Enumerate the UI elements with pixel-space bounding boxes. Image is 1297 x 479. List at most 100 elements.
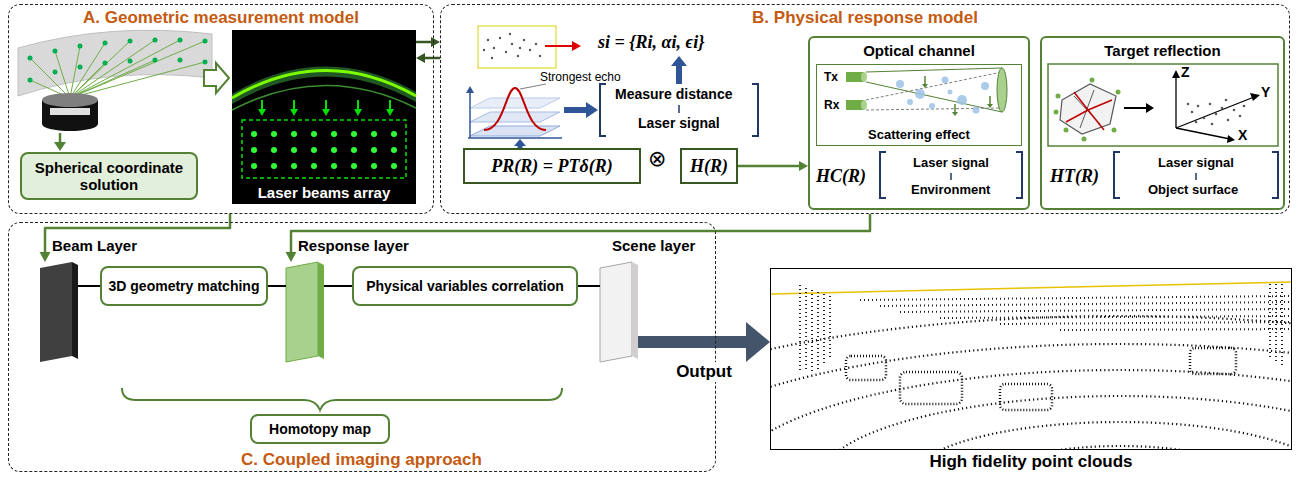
signal-name: Tx xyxy=(824,70,838,84)
target-illustration xyxy=(1239,115,1242,118)
echo-illustration xyxy=(529,49,531,51)
scattering-illustration xyxy=(973,107,980,114)
formula-box: PR(R) = PTδ(R) xyxy=(463,148,641,184)
point-cloud-drawing xyxy=(811,290,813,374)
beam-image xyxy=(232,85,416,110)
point-cloud-drawing xyxy=(771,344,1291,449)
beam-image xyxy=(258,109,394,116)
beam-image xyxy=(389,100,391,110)
layer-plates xyxy=(40,262,72,362)
target-illustration xyxy=(1172,70,1180,78)
point-cloud-drawing xyxy=(990,446,1250,449)
box-label: Homotopy map xyxy=(269,421,371,437)
target-illustration xyxy=(1227,135,1235,143)
lidar-sensor xyxy=(54,142,66,151)
point-cloud-drawing xyxy=(846,356,886,380)
echo-illustration xyxy=(468,137,562,139)
beam-image xyxy=(354,109,362,116)
box-label: 3D geometry matching xyxy=(109,278,260,294)
beam-image xyxy=(232,70,416,98)
echo-illustration xyxy=(483,49,485,51)
connector-line xyxy=(324,285,352,287)
layer-plates xyxy=(40,262,638,410)
lidar-sensor xyxy=(42,117,98,131)
beam-image xyxy=(331,147,337,153)
beam-image xyxy=(232,30,416,204)
dashed-panel: A. Geometric measurement modelSpherical … xyxy=(8,4,434,214)
echo-illustration xyxy=(483,33,541,59)
beam-image xyxy=(258,109,266,116)
lidar-sensor xyxy=(153,38,158,43)
beam-image xyxy=(290,109,298,116)
scattering-illustration xyxy=(997,68,1007,112)
point-cloud-drawing xyxy=(799,285,801,370)
target-illustration xyxy=(1233,109,1236,112)
beam-image xyxy=(351,163,357,169)
lidar-sensor xyxy=(42,93,98,107)
target-illustration xyxy=(1211,123,1214,126)
point-cloud-drawing xyxy=(805,288,807,372)
scattering-illustration xyxy=(929,103,935,109)
echo-illustration xyxy=(586,102,598,118)
beam-image xyxy=(242,120,406,178)
connector xyxy=(416,53,440,63)
scattering-illustration xyxy=(861,72,867,82)
echo-illustration xyxy=(466,86,474,93)
point-cloud-drawing xyxy=(771,316,1291,449)
echo-illustration xyxy=(523,39,525,41)
lidar-sensor xyxy=(153,58,158,63)
connector xyxy=(416,37,440,47)
echo-illustration xyxy=(519,47,521,49)
lidar-sensor xyxy=(128,39,133,44)
point-cloud-drawing xyxy=(1190,348,1236,374)
image-caption: High fidelity point clouds xyxy=(771,452,1291,472)
beam-image xyxy=(391,147,397,153)
point-cloud-drawing xyxy=(771,282,1291,449)
point-cloud-drawing xyxy=(771,282,1291,294)
echo-illustration xyxy=(478,26,556,68)
target-illustration xyxy=(1116,90,1121,95)
box-label: Scattering effect xyxy=(817,127,1021,142)
formula-box: H(R) xyxy=(680,148,738,184)
beam-image xyxy=(311,163,317,169)
lidar-sensor xyxy=(203,60,208,65)
target-illustration xyxy=(1243,105,1246,108)
point-cloud-drawing xyxy=(1000,384,1052,410)
beam-image xyxy=(371,163,377,169)
scattering-illustration xyxy=(861,100,867,110)
layer-plates xyxy=(286,262,318,362)
scattering-illustration xyxy=(925,76,990,112)
arrow-head xyxy=(416,53,425,63)
axis-label: Z xyxy=(1181,64,1190,80)
echo-illustration xyxy=(520,84,546,89)
beam-image xyxy=(251,131,257,137)
arrow-head xyxy=(40,252,51,262)
box-label: Spherical coordinate solution xyxy=(25,159,193,194)
beam-image xyxy=(351,131,357,137)
target-illustration xyxy=(1227,119,1230,122)
arrow-head xyxy=(746,322,770,362)
echo-illustration xyxy=(499,37,501,39)
lidar-sensor xyxy=(178,58,183,63)
lidar-sensor xyxy=(59,133,62,143)
connector xyxy=(578,286,600,287)
lidar-sensor xyxy=(18,30,229,151)
beam-image xyxy=(232,30,416,204)
echo-illustration xyxy=(600,84,758,136)
lidar-sensor xyxy=(70,63,105,98)
panel-title: A. Geometric measurement model xyxy=(9,8,433,28)
beam-image xyxy=(391,131,397,137)
scattering-illustration xyxy=(922,84,993,116)
lidar-sensor xyxy=(28,56,33,61)
target-illustration xyxy=(1195,173,1197,180)
connector xyxy=(738,161,808,171)
target-illustration xyxy=(1114,152,1278,198)
scattering-illustration xyxy=(896,77,989,114)
bracket-label: Laser signal xyxy=(1158,155,1234,170)
bracket-label: Environment xyxy=(911,182,990,197)
echo-illustration xyxy=(491,57,493,59)
point-cloud-image: High fidelity point clouds xyxy=(770,268,1292,450)
echo-illustration xyxy=(466,26,758,148)
scattering-illustration xyxy=(866,68,1002,72)
process-box: Spherical coordinate solution xyxy=(20,152,198,200)
